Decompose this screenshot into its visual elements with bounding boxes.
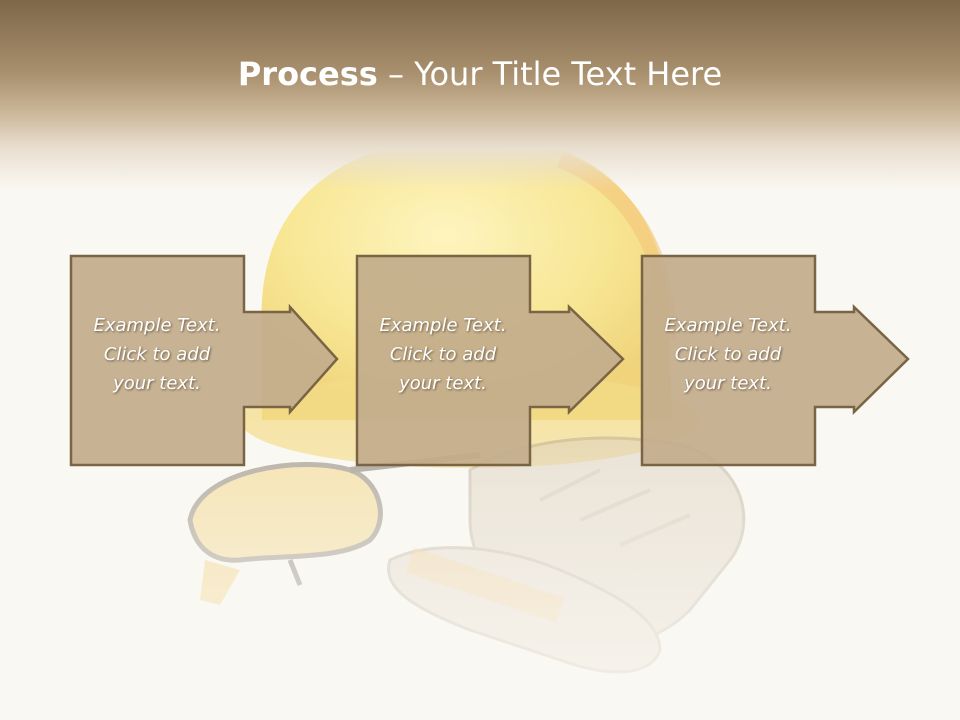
step-arrow-shape [355,254,625,467]
process-step-2[interactable]: Example Text. Click to add your text. [355,254,701,475]
step-arrow-shape [640,254,910,467]
process-step-1[interactable]: Example Text. Click to add your text. [69,254,415,475]
title-bold: Process [237,55,378,93]
step-text[interactable]: Example Text. Click to add your text. [664,315,792,394]
step-arrow-shape [69,254,339,467]
title-rest: – Your Title Text Here [377,55,723,93]
step-text[interactable]: Example Text. Click to add your text. [379,315,507,394]
step-text[interactable]: Example Text. Click to add your text. [93,315,221,394]
process-step-3[interactable]: Example Text. Click to add your text. [640,254,960,475]
slide-title[interactable]: Process – Your Title Text Here [0,52,960,96]
header-band [0,0,960,190]
